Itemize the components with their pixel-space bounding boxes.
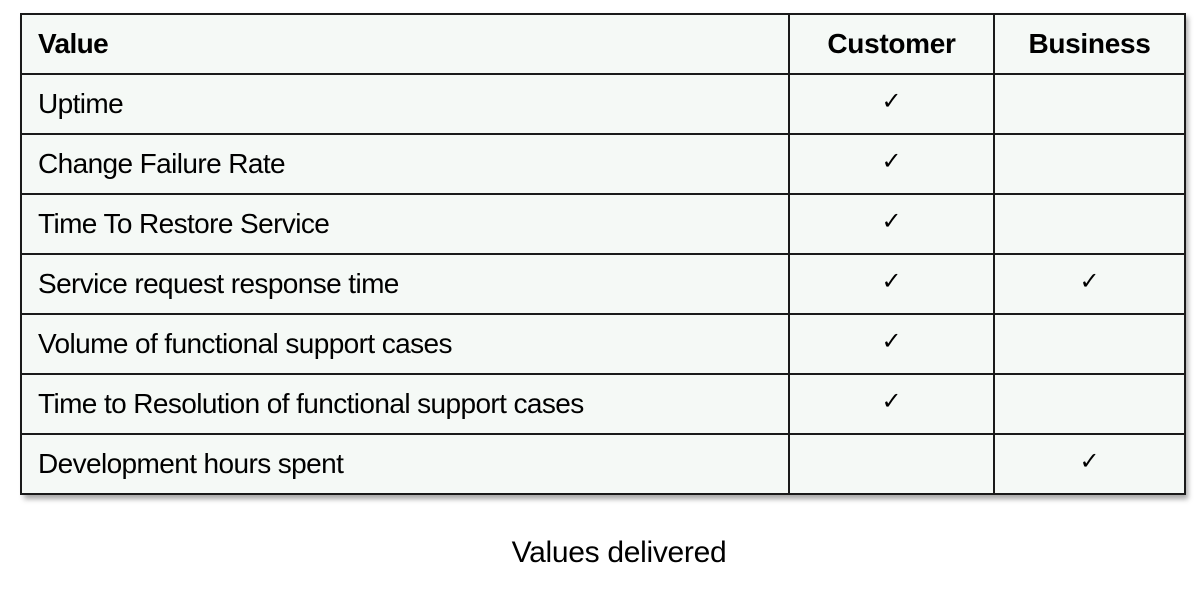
customer-check-icon: ✓ [788,313,995,375]
business-check-icon [993,313,1186,375]
customer-check-icon: ✓ [788,133,995,195]
row-value: Change Failure Rate [20,133,790,195]
header-customer: Customer [788,13,995,75]
header-value: Value [20,13,790,75]
table-caption: Values delivered [511,536,727,569]
business-check-icon: ✓ [993,253,1186,315]
business-check-icon [993,73,1186,135]
row-value: Uptime [20,73,790,135]
table-header-row: Value Customer Business [20,13,1186,75]
customer-check-icon [788,433,995,495]
values-table: Value Customer Business Uptime ✓ Change … [20,13,1186,495]
row-value: Development hours spent [20,433,790,495]
header-business: Business [993,13,1186,75]
table-row: Change Failure Rate ✓ [20,133,1186,195]
business-check-icon [993,133,1186,195]
business-check-icon [993,193,1186,255]
customer-check-icon: ✓ [788,193,995,255]
table-row: Time to Resolution of functional support… [20,373,1186,435]
table-row: Development hours spent ✓ [20,433,1186,495]
row-value: Time to Resolution of functional support… [20,373,790,435]
table-row: Uptime ✓ [20,73,1186,135]
values-table-container: Value Customer Business Uptime ✓ Change … [20,13,1186,495]
table-row: Service request response time ✓ ✓ [20,253,1186,315]
table-row: Volume of functional support cases ✓ [20,313,1186,375]
business-check-icon [993,373,1186,435]
customer-check-icon: ✓ [788,373,995,435]
customer-check-icon: ✓ [788,253,995,315]
customer-check-icon: ✓ [788,73,995,135]
row-value: Volume of functional support cases [20,313,790,375]
business-check-icon: ✓ [993,433,1186,495]
table-row: Time To Restore Service ✓ [20,193,1186,255]
row-value: Service request response time [20,253,790,315]
row-value: Time To Restore Service [20,193,790,255]
